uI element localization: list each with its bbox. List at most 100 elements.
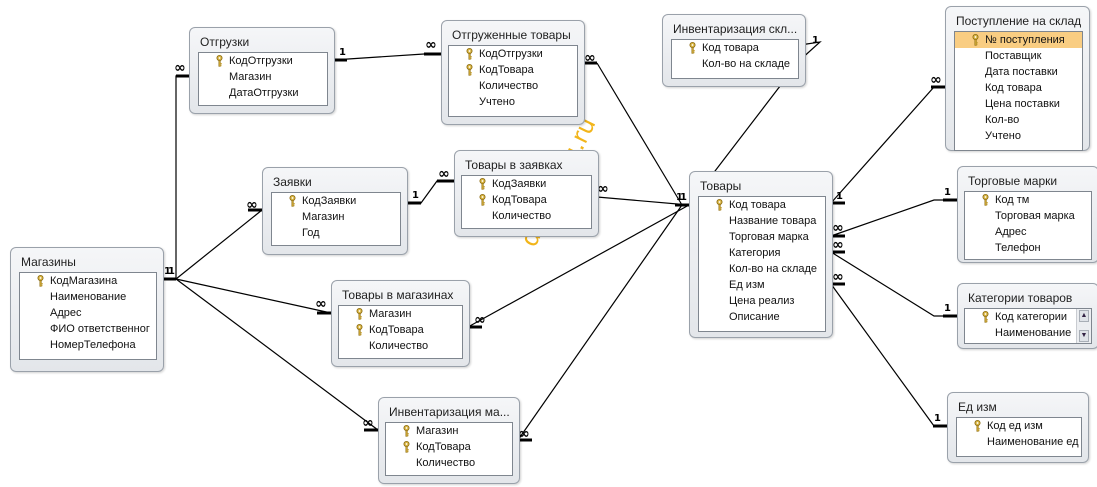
table-title[interactable]: Инвентаризация ма... [389, 405, 510, 419]
field-row[interactable]: ДатаОтгрузки [199, 85, 327, 101]
field-row[interactable]: Код товара [955, 80, 1082, 96]
table-title[interactable]: Товары в заявках [465, 158, 563, 172]
field-row[interactable]: Дата поставки [955, 64, 1082, 80]
primary-key-icon [688, 42, 697, 54]
field-row[interactable]: КодТовара [462, 192, 591, 208]
field-row[interactable]: Код ед изм [957, 418, 1081, 434]
table-title[interactable]: Магазины [21, 255, 76, 269]
field-row[interactable]: Магазин [339, 306, 462, 322]
table-title[interactable]: Товары [700, 179, 742, 193]
field-row[interactable]: Торговая марка [965, 208, 1091, 224]
field-row[interactable]: Кол-во на складе [672, 56, 798, 72]
field-row[interactable]: Учтено [449, 94, 577, 110]
rel-stores-requests [175, 209, 263, 280]
field-row[interactable]: КодЗаявки [272, 193, 400, 209]
table-title[interactable]: Инвентаризация скл... [673, 22, 798, 36]
field-row[interactable]: Наименование ед [957, 434, 1081, 450]
scroll-up-icon[interactable]: ▲ [1079, 310, 1089, 322]
field-row[interactable]: Адрес [20, 305, 156, 321]
table-title[interactable]: Отгрузки [200, 35, 250, 49]
field-row[interactable]: КодТовара [449, 62, 577, 78]
field-row[interactable]: Торговая марка [699, 229, 825, 245]
field-name: Количество [369, 340, 429, 352]
table-title[interactable]: Поступление на склад [956, 14, 1082, 28]
table-title[interactable]: Ед изм [958, 400, 997, 414]
field-row[interactable]: Описание [699, 309, 825, 325]
field-row[interactable]: ФИО ответственног [20, 321, 156, 337]
table-title[interactable]: Заявки [273, 175, 312, 189]
field-row[interactable]: Кол-во [955, 112, 1082, 128]
field-name: Торговая марка [729, 231, 809, 243]
field-row[interactable]: КодОтгрузки [199, 53, 327, 69]
table-title[interactable]: Торговые марки [968, 174, 1058, 188]
field-row[interactable]: Наименование [20, 289, 156, 305]
field-row[interactable]: Ед изм [699, 277, 825, 293]
field-row[interactable]: Название товара [699, 213, 825, 229]
card-goods-units-many: ∞ [832, 269, 844, 285]
field-row[interactable]: КодТовара [386, 439, 512, 455]
field-row[interactable]: Кол-во на складе [699, 261, 825, 277]
field-row[interactable]: Код категории [965, 309, 1091, 325]
field-row[interactable]: Адрес [965, 224, 1091, 240]
table-title[interactable]: Категории товаров [968, 291, 1073, 305]
field-row[interactable]: Магазин [386, 423, 512, 439]
field-row[interactable]: Наименование [965, 325, 1091, 341]
field-row[interactable]: Код товара [672, 40, 798, 56]
field-row[interactable]: Код тм [965, 192, 1091, 208]
field-row[interactable]: Цена поставки [955, 96, 1082, 112]
table-title[interactable]: Отгруженные товары [452, 28, 571, 42]
field-row[interactable]: КодТовара [339, 322, 462, 338]
field-row[interactable]: № поступления [955, 32, 1082, 48]
field-row[interactable]: Учтено [955, 128, 1082, 144]
field-name: Наименование ед [987, 436, 1079, 448]
field-row[interactable]: КодЗаявки [462, 176, 591, 192]
table-title[interactable]: Товары в магазинах [342, 288, 454, 302]
field-row[interactable]: Телефон [965, 240, 1091, 256]
field-name: Цена поставки [985, 98, 1060, 110]
field-row[interactable]: Количество [339, 338, 462, 354]
primary-key-icon [465, 48, 474, 60]
field-row[interactable]: КодОтгрузки [449, 46, 577, 62]
field-row[interactable]: Поставщик [955, 48, 1082, 64]
field-row[interactable]: Магазин [199, 69, 327, 85]
field-row[interactable]: Количество [449, 78, 577, 94]
field-row[interactable]: НомерТелефона [20, 337, 156, 353]
field-name: Адрес [50, 307, 82, 319]
field-row[interactable]: Год [272, 225, 400, 241]
field-row[interactable]: Количество [386, 455, 512, 471]
field-row[interactable]: Цена реализ [699, 293, 825, 309]
scroll-down-icon[interactable]: ▼ [1079, 330, 1089, 342]
vertical-scrollbar[interactable]: ▲▼ [1076, 309, 1091, 343]
field-row[interactable]: Категория [699, 245, 825, 261]
field-row[interactable]: Код товара [699, 197, 825, 213]
field-row[interactable]: Количество [462, 208, 591, 224]
field-row[interactable]: КодМагазина [20, 273, 156, 289]
field-row[interactable]: Магазин [272, 209, 400, 225]
